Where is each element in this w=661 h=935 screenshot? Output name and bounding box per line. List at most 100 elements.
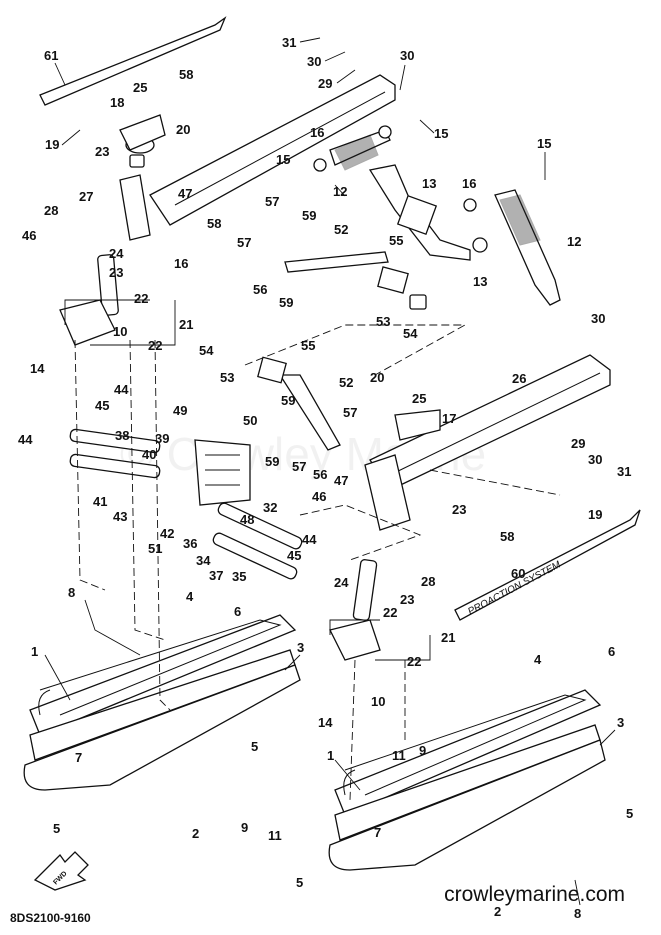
callout-52: 52 [334, 222, 348, 237]
callout-15: 15 [434, 126, 448, 141]
callout-12: 12 [567, 234, 581, 249]
callout-22: 22 [134, 291, 148, 306]
callout-24: 24 [109, 246, 124, 261]
callout-25: 25 [412, 391, 426, 406]
callout-38: 38 [115, 428, 129, 443]
callout-29: 29 [571, 436, 585, 451]
callout-20: 20 [370, 370, 384, 385]
callout-23: 23 [109, 265, 123, 280]
callout-23: 23 [452, 502, 466, 517]
callout-labels: 61 31 30 29 30 25 58 18 20 19 16 15 15 2… [18, 35, 633, 921]
part-code: 8DS2100-9160 [10, 911, 91, 925]
leader-lines [44, 37, 616, 906]
tie-rod-upper [284, 251, 427, 310]
callout-44: 44 [18, 432, 33, 447]
radius-rods [69, 428, 303, 580]
callout-4: 4 [534, 652, 542, 667]
callout-44: 44 [302, 532, 317, 547]
callout-15: 15 [537, 136, 551, 151]
callout-3: 3 [297, 640, 304, 655]
callout-22: 22 [407, 654, 421, 669]
callout-1: 1 [31, 644, 38, 659]
callout-18: 18 [110, 95, 124, 110]
callout-44: 44 [114, 382, 129, 397]
tie-rod-middle [257, 356, 341, 451]
callout-29: 29 [318, 76, 332, 91]
callout-53: 53 [376, 314, 390, 329]
callout-5: 5 [296, 875, 303, 890]
callout-58: 58 [500, 529, 514, 544]
callout-21: 21 [441, 630, 455, 645]
callout-10: 10 [371, 694, 385, 709]
callout-6: 6 [608, 644, 615, 659]
callout-14: 14 [30, 361, 45, 376]
callout-47: 47 [178, 186, 192, 201]
callout-15: 15 [276, 152, 290, 167]
callout-51: 51 [148, 541, 162, 556]
callout-46: 46 [312, 489, 326, 504]
callout-55: 55 [301, 338, 315, 353]
callout-30: 30 [307, 54, 321, 69]
callout-57: 57 [292, 459, 306, 474]
callout-50: 50 [243, 413, 257, 428]
callout-59: 59 [279, 295, 293, 310]
callout-30: 30 [588, 452, 602, 467]
callout-32: 32 [263, 500, 277, 515]
fwd-arrow-icon: FWD [33, 851, 89, 891]
ref-line-right [429, 469, 561, 496]
callout-54: 54 [199, 343, 214, 358]
callout-2: 2 [494, 904, 501, 919]
callout-47: 47 [334, 473, 348, 488]
callout-28: 28 [421, 574, 435, 589]
callout-57: 57 [237, 235, 251, 250]
callout-13: 13 [422, 176, 436, 191]
callout-53: 53 [220, 370, 234, 385]
callout-16: 16 [310, 125, 324, 140]
callout-48: 48 [240, 512, 254, 527]
callout-14: 14 [318, 715, 333, 730]
callout-61: 61 [44, 48, 58, 63]
callout-24: 24 [334, 575, 349, 590]
spindle-upper [59, 114, 166, 346]
center-bracket [194, 439, 251, 506]
callout-23: 23 [95, 144, 109, 159]
callout-10: 10 [113, 324, 127, 339]
callout-45: 45 [287, 548, 301, 563]
callout-37: 37 [209, 568, 223, 583]
callout-2: 2 [192, 826, 199, 841]
callout-31: 31 [282, 35, 296, 50]
callout-6: 6 [234, 604, 241, 619]
callout-12: 12 [333, 184, 347, 199]
callout-21: 21 [179, 317, 193, 332]
callout-45: 45 [95, 398, 109, 413]
callout-56: 56 [253, 282, 267, 297]
ref-line-middle-box [299, 504, 422, 561]
spindle-middle [329, 409, 441, 661]
callout-58: 58 [179, 67, 193, 82]
callout-22: 22 [148, 338, 162, 353]
callout-20: 20 [176, 122, 190, 137]
site-credit: crowleymarine.com [444, 883, 625, 906]
callout-19: 19 [45, 137, 59, 152]
callout-28: 28 [44, 203, 58, 218]
callout-39: 39 [155, 431, 169, 446]
callout-7: 7 [374, 825, 381, 840]
callout-16: 16 [174, 256, 188, 271]
callout-4: 4 [186, 589, 194, 604]
callout-8: 8 [574, 906, 581, 921]
callout-7: 7 [75, 750, 82, 765]
callout-43: 43 [113, 509, 127, 524]
upper-arm-bar [149, 74, 396, 226]
callout-11: 11 [392, 748, 406, 763]
callout-11: 11 [268, 828, 282, 843]
callout-36: 36 [183, 536, 197, 551]
callout-56: 56 [313, 467, 327, 482]
callout-22: 22 [383, 605, 397, 620]
callout-59: 59 [265, 454, 279, 469]
callout-41: 41 [93, 494, 107, 509]
callout-46: 46 [22, 228, 36, 243]
ski-right [328, 689, 606, 871]
callout-5: 5 [626, 806, 633, 821]
decal-60: PROACTION SYSTEM [454, 509, 641, 621]
